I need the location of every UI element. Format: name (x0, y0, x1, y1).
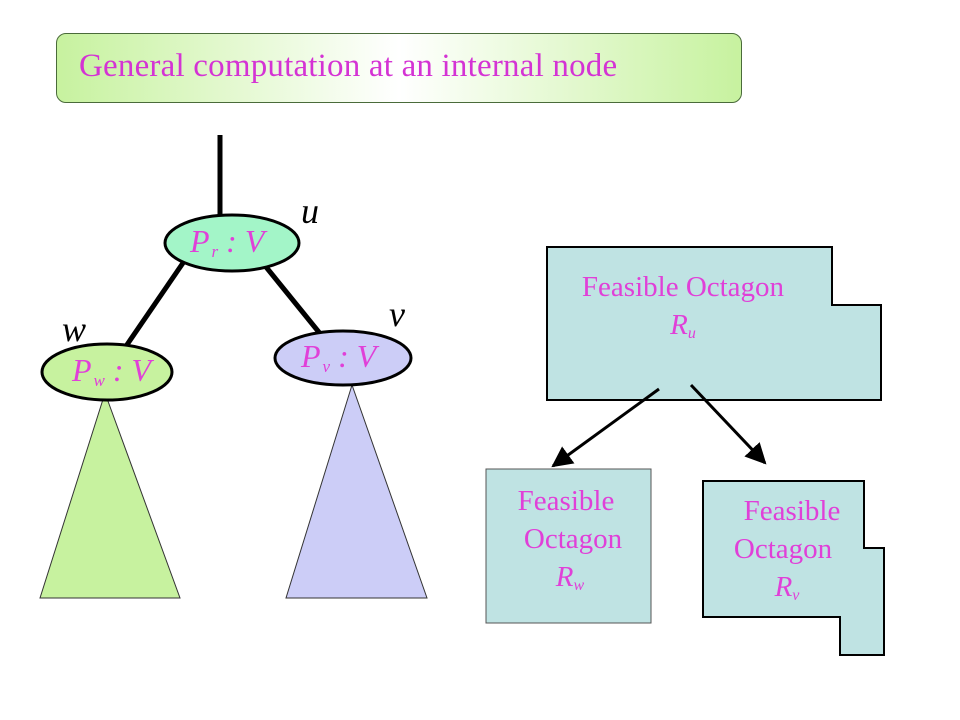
node-w (40, 342, 174, 402)
subtree-v (285, 383, 428, 599)
octagon-left-text: Feasible Octagon Rw (486, 482, 646, 605)
edge-u-w (119, 258, 188, 354)
edge-u-v (260, 260, 324, 338)
octagon-top-title: Feasible Octagon (581, 271, 785, 303)
octagon-left-title-2: Octagon (523, 523, 623, 555)
octagon-right-text: Feasible Octagon Rv (712, 492, 872, 615)
octagon-left-symbol: Rw (555, 561, 585, 594)
octagon-right-symbol: Rv (774, 571, 800, 604)
subtree-w (39, 391, 181, 599)
octagon-left (485, 468, 652, 624)
node-v-name: v (389, 294, 405, 334)
octagon-top (546, 246, 882, 401)
octagon-right-title: Feasible (743, 495, 841, 527)
arrow-to-right (689, 383, 767, 465)
octagon-right (702, 480, 885, 656)
arrow-to-left (551, 387, 660, 468)
octagon-left-title: Feasible (517, 485, 615, 517)
diagram-title: General computation at an internal node (79, 48, 618, 84)
octagon-right-title-2: Octagon (733, 533, 833, 565)
node-v (273, 329, 413, 387)
node-u-name: u (301, 191, 319, 231)
octagon-top-text: Feasible Octagon Ru (547, 268, 819, 353)
node-u (163, 213, 301, 273)
octagon-top-symbol: Ru (670, 309, 696, 342)
node-w-name: w (62, 309, 87, 349)
title-banner: General computation at an internal node (56, 33, 742, 103)
